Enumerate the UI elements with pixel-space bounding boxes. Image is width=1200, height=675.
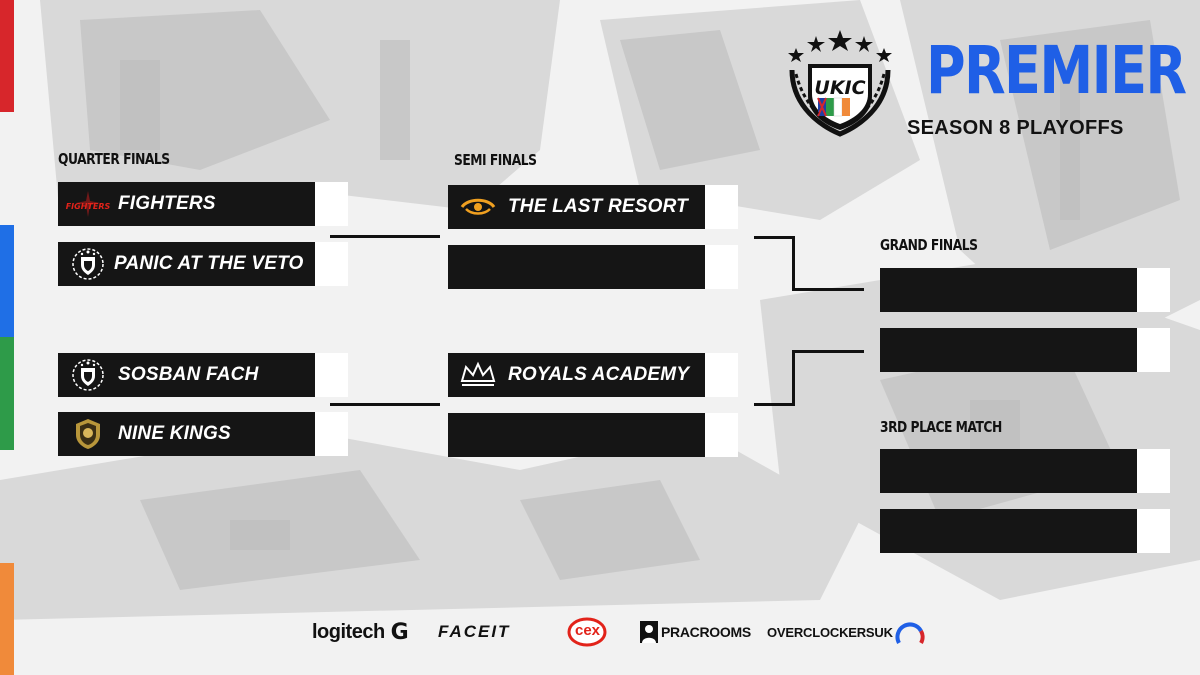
connector-qf1-sf1 (330, 235, 440, 238)
page-title: PREMIER (926, 32, 1187, 109)
team-name: THE LAST RESORT (508, 196, 688, 217)
team-panel: THE LAST RESORT (448, 185, 705, 229)
match-slot-qf2-bottom[interactable]: NINE KINGS (58, 412, 348, 456)
eye-logo-icon (448, 185, 508, 229)
heading-grand-finals: GRAND FINALS (880, 236, 978, 254)
team-panel: SOSBAN FACH (58, 353, 315, 397)
cex-logo-icon (567, 617, 607, 647)
connector-sf1-gf-h2 (792, 288, 864, 291)
shield-crest-icon (58, 242, 118, 286)
team-name: ROYALS ACADEMY (508, 364, 690, 385)
team-panel (448, 413, 705, 457)
connector-sf1-gf-h1 (754, 236, 794, 239)
team-name: PANIC AT THE VETO (114, 253, 304, 274)
match-slot-qf1-bottom[interactable]: PANIC AT THE VETO (58, 242, 348, 286)
team-panel: PANIC AT THE VETO (58, 242, 315, 286)
faceit-wordmark: FACEIT (438, 622, 511, 641)
crest-text: UKIC (814, 77, 865, 99)
page-subtitle: SEASON 8 PLAYOFFS (907, 117, 1124, 139)
sponsor-pracrooms[interactable]: PRACROOMS (640, 615, 751, 649)
match-slot-third-top[interactable] (880, 449, 1170, 493)
sponsor-cex[interactable]: cex (567, 615, 607, 649)
match-slot-gf-bottom[interactable] (880, 328, 1170, 372)
score-box (315, 182, 348, 226)
score-box (1137, 509, 1170, 553)
team-name: FIGHTERS (118, 193, 216, 214)
score-box (315, 353, 348, 397)
match-slot-sf2-top[interactable]: ROYALS ACADEMY (448, 353, 738, 397)
match-slot-third-bottom[interactable] (880, 509, 1170, 553)
score-box (705, 353, 738, 397)
heading-third-place: 3RD PLACE MATCH (880, 418, 1002, 436)
sponsor-logitech[interactable]: logitech G (312, 615, 409, 649)
match-slot-qf2-top[interactable]: SOSBAN FACH (58, 353, 348, 397)
fighters-logo-icon: FIGHTERS (58, 182, 118, 226)
connector-qf2-sf2 (330, 403, 440, 406)
side-bar-green (0, 337, 14, 450)
connector-sf2-gf-h1 (792, 350, 864, 353)
team-panel (880, 449, 1137, 493)
team-panel: ROYALS ACADEMY (448, 353, 705, 397)
team-panel (880, 328, 1137, 372)
match-slot-gf-top[interactable] (880, 268, 1170, 312)
sponsor-faceit[interactable]: FACEIT (438, 615, 510, 649)
score-box (315, 412, 348, 456)
score-box (705, 413, 738, 457)
score-box (315, 242, 348, 286)
pracrooms-wordmark: PRACROOMS (661, 624, 751, 640)
cex-wordmark: cex (575, 622, 601, 639)
match-slot-qf1-top[interactable]: FIGHTERS FIGHTERS (58, 182, 348, 226)
connector-sf1-gf-v (792, 236, 795, 290)
crown-logo-icon (448, 353, 508, 397)
nine-kings-logo-icon (58, 412, 118, 456)
score-box (705, 245, 738, 289)
connector-sf2-gf-v (792, 350, 795, 405)
shield-crest-icon (58, 353, 118, 397)
score-box (1137, 268, 1170, 312)
team-panel (880, 509, 1137, 553)
logitech-wordmark: logitech (312, 620, 385, 643)
side-bar-red (0, 0, 14, 112)
connector-sf2-gf-h2 (754, 403, 795, 406)
overclockers-gauge-icon (895, 622, 925, 644)
overclockers-wordmark: OVERCLOCKERSUK (767, 624, 893, 640)
ukic-crest-logo: UKIC (788, 30, 892, 137)
team-panel: NINE KINGS (58, 412, 315, 456)
score-box (1137, 328, 1170, 372)
heading-semi-finals: SEMI FINALS (454, 151, 537, 169)
team-panel (448, 245, 705, 289)
team-panel (880, 268, 1137, 312)
score-box (1137, 449, 1170, 493)
team-name: NINE KINGS (118, 423, 231, 444)
match-slot-sf1-bottom[interactable] (448, 245, 738, 289)
pracrooms-person-icon (640, 621, 658, 643)
fighters-logo-text: FIGHTERS (66, 202, 111, 211)
match-slot-sf2-bottom[interactable] (448, 413, 738, 457)
side-bar-orange (0, 563, 14, 675)
team-name: SOSBAN FACH (118, 364, 259, 385)
sponsor-overclockers[interactable]: OVERCLOCKERSUK (767, 615, 925, 649)
team-panel: FIGHTERS FIGHTERS (58, 182, 315, 226)
logitech-g-icon: G (390, 619, 409, 645)
heading-quarter-finals: QUARTER FINALS (58, 150, 170, 168)
side-bar-blue (0, 225, 14, 337)
match-slot-sf1-top[interactable]: THE LAST RESORT (448, 185, 738, 229)
score-box (705, 185, 738, 229)
